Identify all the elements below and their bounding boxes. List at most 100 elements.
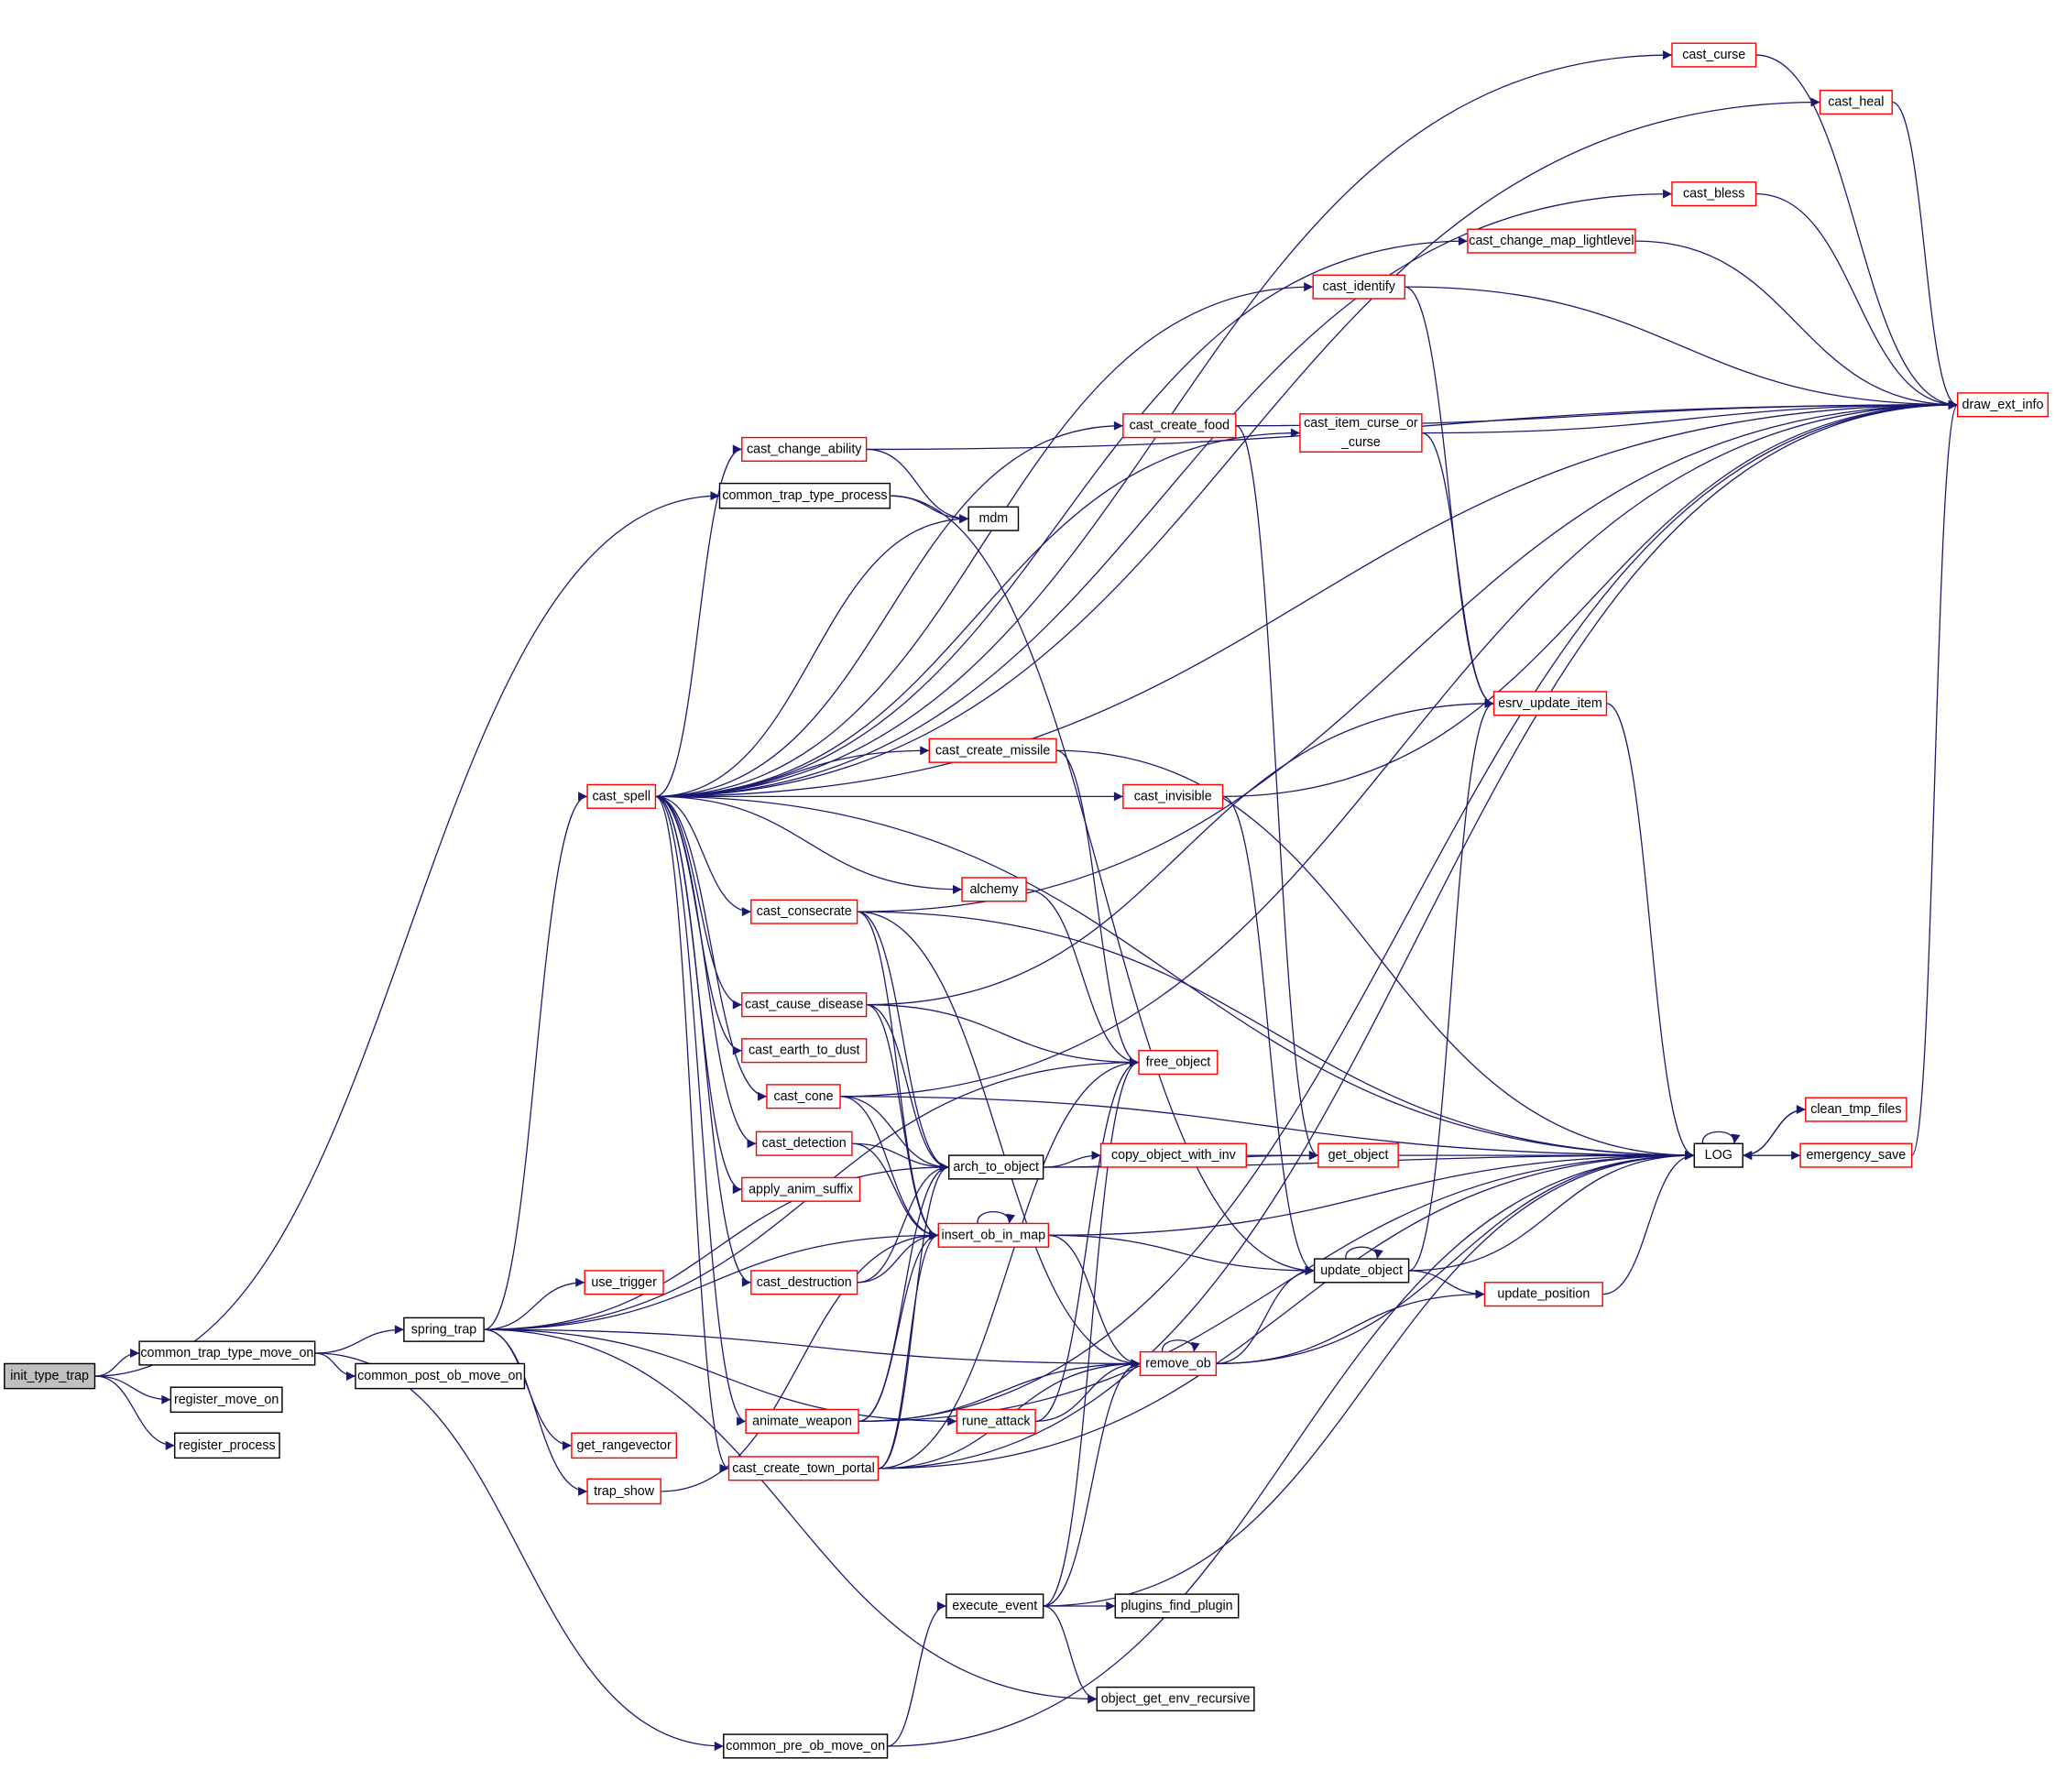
- node-label[interactable]: insert_ob_in_map: [942, 1228, 1046, 1242]
- node-cast_detection[interactable]: cast_detection: [755, 1131, 853, 1156]
- node-box[interactable]: [1671, 42, 1757, 68]
- node-box[interactable]: [138, 1340, 316, 1366]
- node-box[interactable]: [1317, 1142, 1399, 1168]
- node-label[interactable]: apply_anim_suffix: [749, 1182, 853, 1196]
- node-cast_create_food[interactable]: cast_create_food: [1122, 413, 1237, 439]
- node-label[interactable]: cast_spell: [592, 789, 650, 803]
- node-label[interactable]: cast_curse: [1682, 48, 1745, 62]
- node-alchemy[interactable]: alchemy: [961, 877, 1027, 902]
- node-box[interactable]: [766, 1084, 841, 1109]
- node-object_get_env_recursive[interactable]: object_get_env_recursive: [1096, 1686, 1255, 1712]
- node-label[interactable]: plugins_find_plugin: [1120, 1599, 1232, 1613]
- node-rune_attack[interactable]: rune_attack: [956, 1408, 1036, 1434]
- node-spring_trap[interactable]: spring_trap: [403, 1317, 485, 1342]
- node-label[interactable]: cast_create_food: [1130, 419, 1230, 433]
- node-label[interactable]: cast_destruction: [757, 1275, 852, 1290]
- node-cast_bless[interactable]: cast_bless: [1671, 181, 1757, 207]
- node-box[interactable]: [1138, 1050, 1219, 1076]
- node-box[interactable]: [755, 1131, 853, 1156]
- node-box[interactable]: [727, 1456, 880, 1481]
- node-label[interactable]: remove_ob: [1145, 1356, 1211, 1371]
- node-label[interactable]: update_object: [1320, 1263, 1403, 1278]
- node-insert_ob_in_map[interactable]: insert_ob_in_map: [937, 1222, 1050, 1248]
- node-box[interactable]: [1492, 691, 1608, 716]
- node-emergency_save[interactable]: emergency_save: [1799, 1142, 1913, 1168]
- node-label[interactable]: cast_cone: [773, 1089, 833, 1104]
- node-box[interactable]: [1099, 1142, 1247, 1168]
- node-box[interactable]: [1299, 413, 1423, 453]
- node-label[interactable]: trap_show: [594, 1484, 655, 1499]
- node-execute_event[interactable]: execute_event: [946, 1593, 1044, 1619]
- node-box[interactable]: [1956, 392, 2050, 418]
- node-box[interactable]: [1122, 413, 1237, 439]
- node-remove_ob[interactable]: remove_ob: [1139, 1350, 1218, 1377]
- node-free_object[interactable]: free_object: [1138, 1050, 1219, 1076]
- node-box[interactable]: [961, 877, 1027, 902]
- node-label[interactable]: cast_change_map_lightlevel: [1469, 234, 1634, 248]
- node-cast_curse[interactable]: cast_curse: [1671, 42, 1757, 68]
- node-box[interactable]: [741, 1038, 868, 1064]
- node-label[interactable]: spring_trap: [411, 1322, 477, 1337]
- node-cast_item_curse_or_curse[interactable]: cast_item_curse_or _curse: [1299, 413, 1423, 453]
- node-cast_destruction[interactable]: cast_destruction: [750, 1270, 858, 1295]
- node-label[interactable]: object_get_env_recursive: [1101, 1691, 1251, 1706]
- node-apply_anim_suffix[interactable]: apply_anim_suffix: [741, 1176, 861, 1202]
- node-label[interactable]: cast_item_curse_or: [1304, 416, 1418, 431]
- node-box[interactable]: [947, 1154, 1044, 1180]
- node-init_type_trap[interactable]: init_type_trap: [4, 1362, 96, 1390]
- node-label[interactable]: common_post_ob_move_on: [357, 1369, 522, 1383]
- node-box[interactable]: [741, 1176, 861, 1202]
- node-cast_spell[interactable]: cast_spell: [586, 783, 657, 809]
- node-mdm[interactable]: mdm: [967, 506, 1020, 531]
- node-cast_create_missile[interactable]: cast_create_missile: [928, 738, 1057, 763]
- node-box[interactable]: [403, 1317, 485, 1342]
- node-label[interactable]: register_move_on: [174, 1393, 279, 1407]
- node-box[interactable]: [1805, 1097, 1907, 1122]
- node-box[interactable]: [967, 506, 1020, 531]
- node-label[interactable]: animate_weapon: [752, 1414, 852, 1428]
- node-box[interactable]: [1313, 1258, 1410, 1284]
- node-box[interactable]: [1483, 1282, 1603, 1307]
- node-box[interactable]: [4, 1362, 96, 1390]
- node-box[interactable]: [173, 1432, 280, 1459]
- node-box[interactable]: [741, 436, 868, 463]
- node-label[interactable]: common_trap_type_process: [722, 488, 887, 503]
- node-label[interactable]: mdm: [978, 511, 1008, 526]
- node-label[interactable]: init_type_trap: [10, 1369, 89, 1383]
- node-trap_show[interactable]: trap_show: [586, 1478, 661, 1505]
- node-label[interactable]: update_position: [1497, 1287, 1590, 1302]
- node-box[interactable]: [1693, 1142, 1743, 1168]
- node-arch_to_object[interactable]: arch_to_object: [947, 1154, 1044, 1180]
- node-plugins_find_plugin[interactable]: plugins_find_plugin: [1114, 1593, 1240, 1619]
- node-get_object[interactable]: get_object: [1317, 1142, 1399, 1168]
- node-label[interactable]: common_pre_ob_move_on: [726, 1739, 885, 1754]
- node-register_move_on[interactable]: register_move_on: [169, 1386, 283, 1414]
- node-common_pre_ob_move_on[interactable]: common_pre_ob_move_on: [723, 1733, 889, 1759]
- node-box[interactable]: [750, 899, 858, 924]
- node-label[interactable]: _curse: [1340, 435, 1381, 450]
- node-label[interactable]: cast_bless: [1683, 187, 1744, 202]
- node-label[interactable]: rune_attack: [962, 1414, 1031, 1428]
- node-label[interactable]: LOG: [1705, 1148, 1733, 1163]
- node-box[interactable]: [584, 1270, 664, 1295]
- node-box[interactable]: [723, 1733, 889, 1759]
- node-box[interactable]: [1096, 1686, 1255, 1712]
- node-label[interactable]: execute_event: [952, 1599, 1037, 1613]
- node-draw_ext_info[interactable]: draw_ext_info: [1956, 392, 2050, 418]
- node-common_trap_type_move_on[interactable]: common_trap_type_move_on: [138, 1340, 316, 1366]
- node-cast_earth_to_dust[interactable]: cast_earth_to_dust: [741, 1038, 868, 1064]
- node-label[interactable]: use_trigger: [591, 1275, 657, 1290]
- node-box[interactable]: [745, 1408, 859, 1434]
- node-box[interactable]: [1114, 1593, 1240, 1619]
- node-box[interactable]: [1671, 181, 1757, 207]
- node-box[interactable]: [1467, 228, 1636, 254]
- node-box[interactable]: [1819, 89, 1893, 115]
- node-label[interactable]: cast_create_missile: [935, 743, 1050, 758]
- node-label[interactable]: emergency_save: [1806, 1148, 1906, 1163]
- node-common_post_ob_move_on[interactable]: common_post_ob_move_on: [355, 1362, 526, 1390]
- node-cast_heal[interactable]: cast_heal: [1819, 89, 1893, 115]
- node-cast_cause_disease[interactable]: cast_cause_disease: [741, 992, 868, 1018]
- node-label[interactable]: cast_earth_to_dust: [749, 1044, 860, 1058]
- node-clean_tmp_files[interactable]: clean_tmp_files: [1805, 1097, 1907, 1122]
- node-box[interactable]: [169, 1386, 283, 1414]
